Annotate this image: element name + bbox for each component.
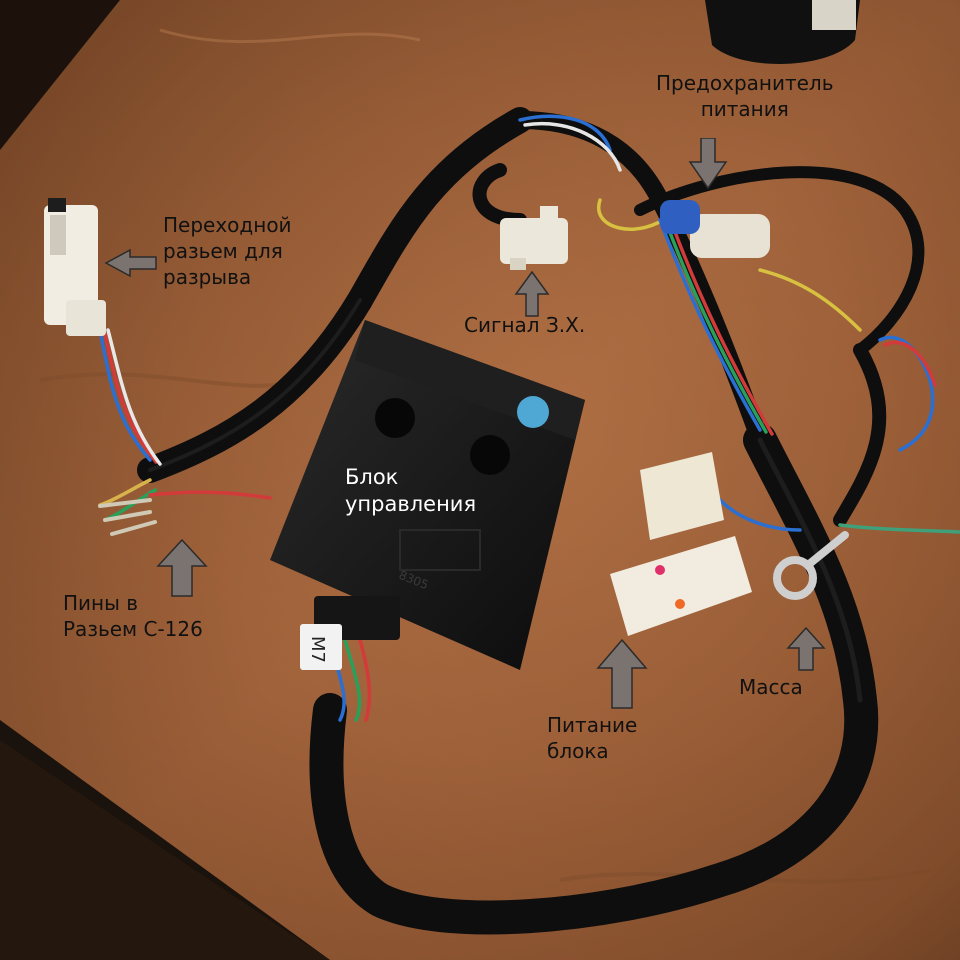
pins-arrow — [156, 538, 208, 597]
arrow-left-icon — [104, 248, 157, 278]
fuse-arrow — [688, 138, 728, 190]
signal-label: Сигнал З.Х. — [464, 313, 586, 337]
arrow-up-icon — [156, 538, 208, 597]
signal-arrow — [514, 270, 550, 317]
power-connector — [610, 452, 752, 636]
fuse-label: Предохранитель питания — [656, 71, 834, 121]
arrow-up-icon — [786, 626, 826, 671]
fuse-holder — [660, 200, 770, 258]
adapter-connector — [44, 198, 106, 336]
control-unit: 8305 — [270, 320, 585, 670]
adapter-arrow — [104, 248, 157, 278]
arrow-down-icon — [688, 138, 728, 190]
pins — [98, 498, 157, 536]
power-label: Питание блока — [547, 713, 638, 763]
unit-plug: M7 — [300, 596, 400, 670]
ground-label: Масса — [739, 675, 803, 699]
unit-label: Блок управления — [345, 465, 477, 516]
arrow-up-icon — [514, 270, 550, 317]
adapter-label: Переходной разьем для разрыва — [163, 213, 292, 289]
tag-text: M7 — [307, 636, 328, 663]
colored-wires — [98, 114, 960, 722]
arrow-up-icon — [596, 638, 648, 709]
power-arrow — [596, 638, 648, 709]
signal-connector — [500, 206, 568, 270]
ground-terminal — [773, 531, 849, 600]
spray-can — [705, 0, 860, 64]
ground-arrow — [786, 626, 826, 671]
pins-label: Пины в Разьем С-126 — [63, 591, 203, 641]
